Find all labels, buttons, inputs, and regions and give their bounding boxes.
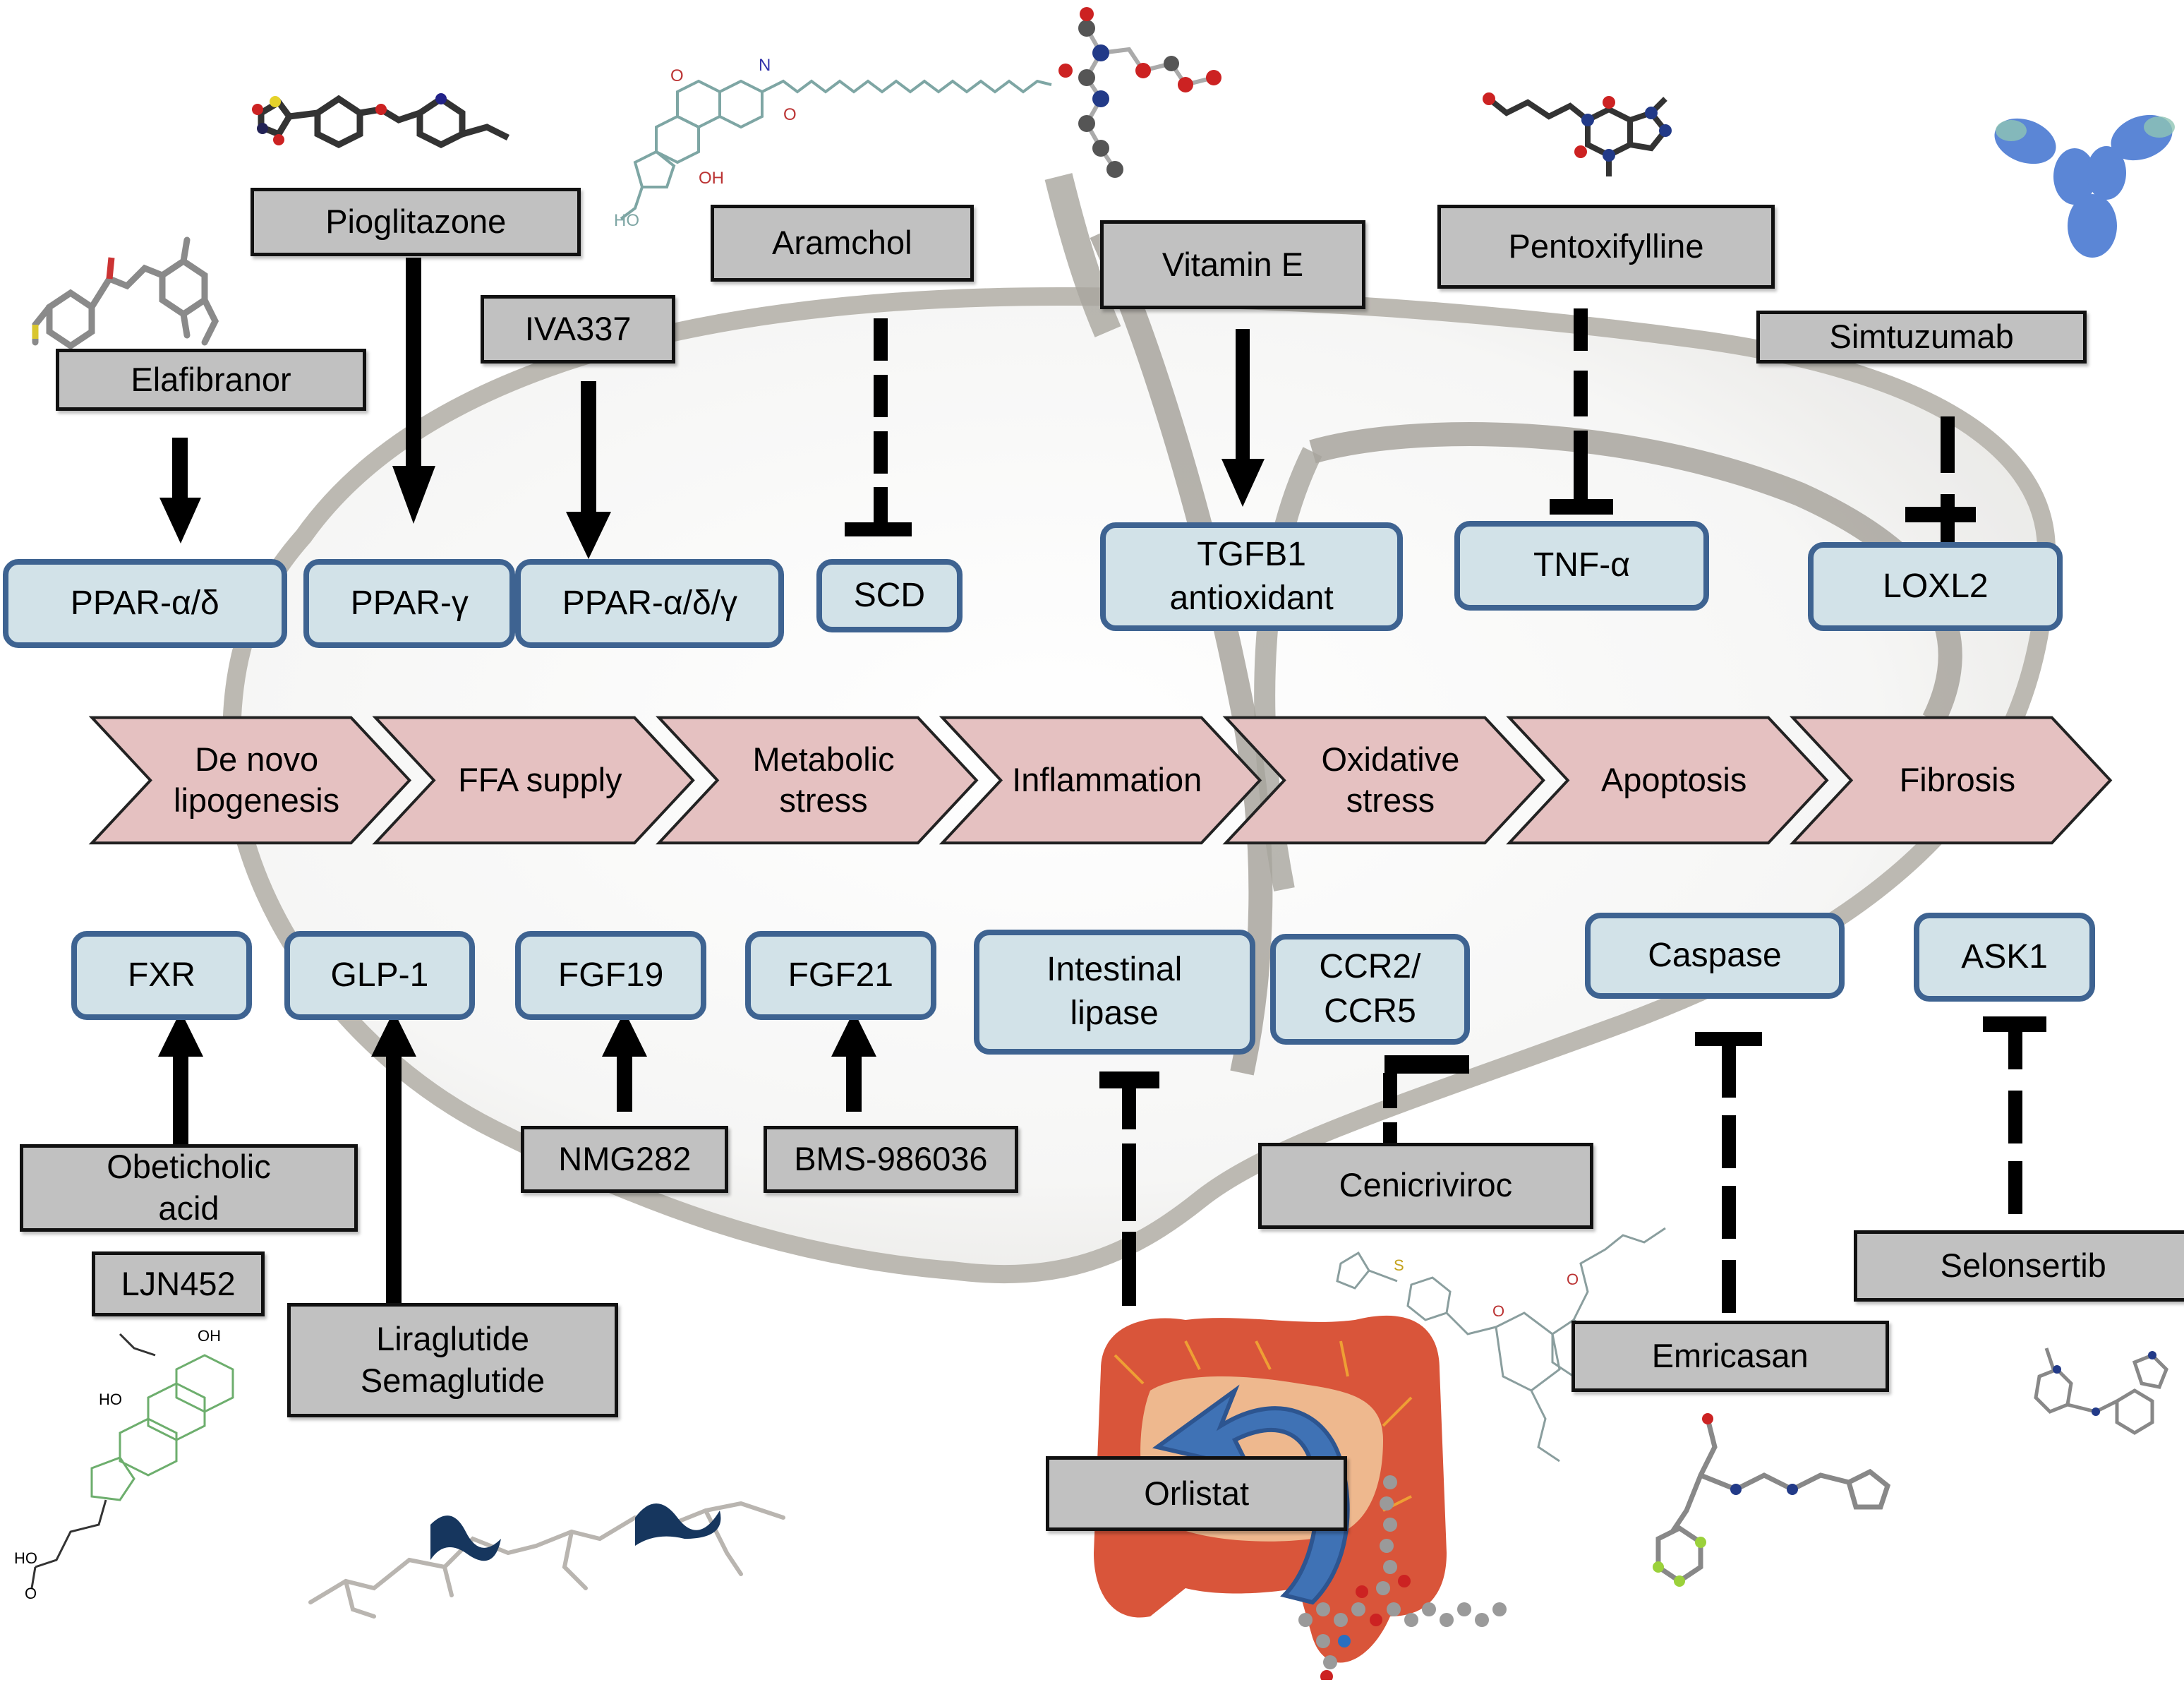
- svg-text:OH: OH: [699, 169, 724, 188]
- target-box-label: PPAR-α/δ/γ: [562, 584, 737, 622]
- drug-box-label: Pioglitazone: [325, 203, 507, 241]
- drug-box-bms-986036: BMS-986036: [763, 1125, 1018, 1193]
- target-box-label: CCR2/ CCR5: [1319, 948, 1421, 1030]
- elafibranor-molecule-icon: [32, 236, 219, 350]
- drug-box-label: Orlistat: [1144, 1474, 1250, 1512]
- pathway-step-label: De novo lipogenesis: [174, 740, 340, 820]
- antibody-icon: [1994, 114, 2175, 258]
- drug-box-label: Aramchol: [772, 224, 912, 262]
- target-box-ccr2-ccr5: CCR2/ CCR5: [1270, 933, 1470, 1045]
- pathway-step-label: Metabolic stress: [752, 740, 895, 820]
- target-box-fxr: FXR: [71, 930, 253, 1020]
- target-box-scd: SCD: [816, 558, 963, 633]
- drug-box-nmg282: NMG282: [521, 1125, 729, 1193]
- drug-box-label: LJN452: [121, 1264, 236, 1302]
- pathway-step-label: FFA supply: [458, 761, 622, 799]
- drug-box-selonsertib: Selonsertib: [1854, 1230, 2184, 1302]
- target-box-label: Intestinal lipase: [1046, 951, 1183, 1033]
- svg-text:O: O: [783, 105, 797, 124]
- target-box-label: PPAR-γ: [350, 584, 469, 622]
- drug-box-elafibranor: Elafibranor: [55, 348, 367, 412]
- liver-notch: [1044, 173, 1121, 337]
- drug-box-label: Pentoxifylline: [1508, 227, 1704, 265]
- pathway-step-label: Inflammation: [1012, 761, 1202, 799]
- drug-box-label: BMS-986036: [794, 1139, 988, 1177]
- drug-box-label: Obeticholic acid: [107, 1148, 271, 1227]
- target-box-ppar-ad: PPAR-α/δ: [2, 558, 287, 648]
- svg-text:O: O: [670, 66, 684, 85]
- target-box-label: TGFB1 antioxidant: [1169, 535, 1334, 618]
- drug-box-iva337: IVA337: [481, 295, 676, 364]
- target-box-label: FGF19: [557, 956, 664, 994]
- drug-box-label: IVA337: [524, 310, 632, 348]
- drug-box-orlistat: Orlistat: [1046, 1455, 1347, 1532]
- target-box-intestinal-lipase: Intestinal lipase: [973, 929, 1255, 1055]
- target-box-ask1: ASK1: [1914, 912, 2095, 1002]
- target-box-tnf-a: TNF-α: [1454, 521, 1710, 611]
- svg-text:O: O: [1492, 1302, 1504, 1320]
- target-box-label: SCD: [853, 576, 926, 614]
- target-box-label: TNF-α: [1533, 546, 1630, 584]
- target-box-label: LOXL2: [1883, 567, 1989, 605]
- drug-box-liraglutide-semaglutide: Liraglutide Semaglutide: [286, 1302, 619, 1417]
- drug-box-cenicriviroc: Cenicriviroc: [1257, 1142, 1594, 1230]
- target-box-label: FGF21: [788, 956, 893, 994]
- peptide-helix-icon: [308, 1501, 785, 1619]
- aramchol-molecule-icon: O N O OH HO: [614, 56, 1052, 230]
- drug-box-ljn452: LJN452: [92, 1251, 265, 1317]
- drug-box-vitamin-e: Vitamin E: [1100, 220, 1365, 310]
- drug-box-label: Cenicriviroc: [1339, 1166, 1513, 1204]
- target-box-fgf19: FGF19: [515, 930, 706, 1020]
- nucleoside-molecule-icon: [1058, 7, 1221, 178]
- svg-text:HO: HO: [14, 1549, 37, 1567]
- pathway-step-label: Oxidative stress: [1321, 740, 1460, 820]
- drug-box-emricasan: Emricasan: [1571, 1321, 1889, 1393]
- svg-text:N: N: [759, 56, 771, 75]
- drug-box-label: Liraglutide Semaglutide: [360, 1319, 545, 1399]
- drug-box-pioglitazone: Pioglitazone: [251, 188, 581, 257]
- svg-text:O: O: [1567, 1271, 1579, 1288]
- drug-box-label: Elafibranor: [131, 360, 291, 398]
- svg-text:OH: OH: [198, 1327, 221, 1345]
- drug-box-simtuzumab: Simtuzumab: [1756, 311, 2087, 364]
- orlistat-molecule-icon: [1298, 1475, 1507, 1680]
- target-box-fgf21: FGF21: [745, 930, 936, 1020]
- drug-box-label: NMG282: [558, 1139, 692, 1177]
- drug-box-pentoxifylline: Pentoxifylline: [1437, 205, 1775, 289]
- target-box-glp-1: GLP-1: [284, 930, 476, 1020]
- drug-box-aramchol: Aramchol: [710, 205, 974, 282]
- emricasan-molecule-icon: [1653, 1413, 1891, 1587]
- drug-box-label: Emricasan: [1651, 1337, 1809, 1375]
- cdca-derivative-molecule-icon: OH HO HO O: [14, 1327, 234, 1602]
- target-box-ppar-g: PPAR-γ: [303, 558, 516, 648]
- target-box-label: Caspase: [1648, 936, 1782, 974]
- svg-text:HO: HO: [614, 211, 639, 230]
- drug-box-label: Selonsertib: [1940, 1246, 2106, 1284]
- target-box-loxl2: LOXL2: [1808, 541, 2063, 632]
- target-box-label: FXR: [127, 956, 195, 994]
- svg-text:HO: HO: [99, 1391, 122, 1408]
- pathway-step-label: Fibrosis: [1899, 761, 2016, 799]
- pathway-step-label: Apoptosis: [1600, 761, 1747, 799]
- target-box-caspase: Caspase: [1585, 912, 1845, 999]
- drug-box-obeticholic-acid: Obeticholic acid: [19, 1143, 358, 1232]
- target-box-tgfb1: TGFB1 antioxidant: [1100, 522, 1403, 632]
- pentoxifylline-molecule-icon: [1483, 92, 1672, 176]
- selonsertib-molecule-icon: [2034, 1347, 2168, 1435]
- target-box-label: PPAR-α/δ: [70, 584, 219, 622]
- target-box-label: GLP-1: [330, 956, 429, 994]
- svg-text:S: S: [1394, 1256, 1404, 1274]
- drug-box-label: Vitamin E: [1162, 245, 1304, 283]
- pioglitazone-molecule-icon: [252, 93, 510, 149]
- liver-right-lobe: [1309, 422, 1962, 726]
- svg-text:O: O: [25, 1585, 37, 1602]
- target-box-ppar-adg: PPAR-α/δ/γ: [515, 558, 785, 648]
- target-box-label: ASK1: [1961, 937, 2048, 975]
- liver-lobe-divider: [1090, 227, 1273, 1076]
- drug-box-label: Simtuzumab: [1829, 318, 2014, 356]
